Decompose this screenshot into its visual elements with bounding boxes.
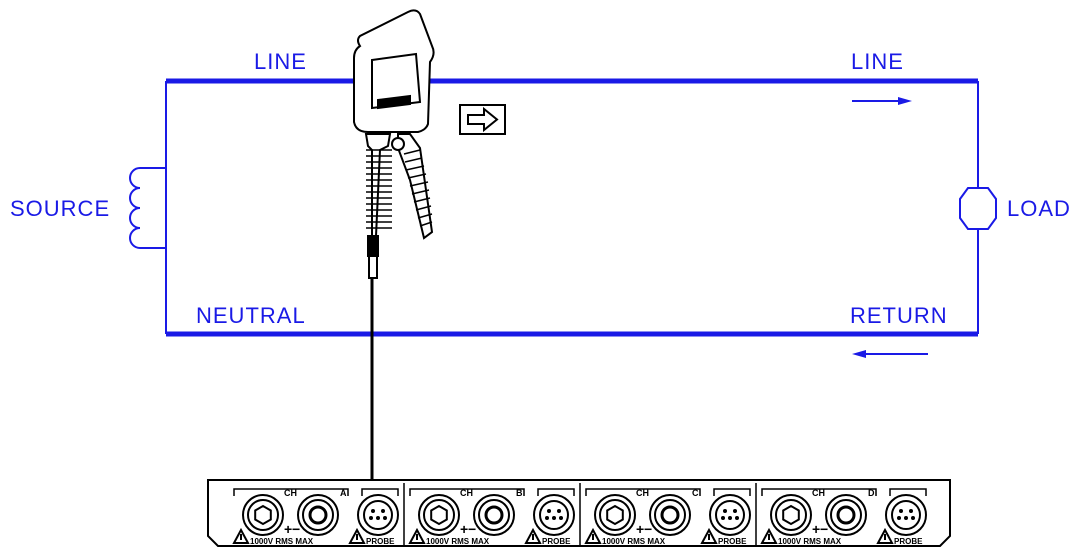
probe-label: PROBE xyxy=(366,537,395,546)
plus-jack-icon xyxy=(594,494,636,536)
probe-jack-icon xyxy=(709,494,751,536)
minus-sign: − xyxy=(820,521,828,537)
voltage-rating: 1000V RMS MAX xyxy=(602,537,666,546)
probe-bracket xyxy=(537,488,575,496)
load-icon xyxy=(959,187,997,230)
flow-return-arrow-icon xyxy=(852,350,928,358)
plus-sign: + xyxy=(636,521,644,537)
plus-jack-icon xyxy=(242,494,284,536)
probe-label: PROBE xyxy=(718,537,747,546)
channel-ch-label: CH xyxy=(636,488,649,498)
source-coil-icon xyxy=(129,167,166,249)
channel-bracket xyxy=(761,488,877,496)
minus-sign: − xyxy=(468,521,476,537)
plus-jack-icon xyxy=(418,494,460,536)
probe-label: PROBE xyxy=(894,537,923,546)
channel-group-c: CH C +−1000V RMS MAX PROBE xyxy=(584,488,751,546)
voltage-rating: 1000V RMS MAX xyxy=(426,537,490,546)
channel-ch-label: CH xyxy=(284,488,297,498)
channel-letter: C xyxy=(692,488,699,498)
channel-letter: A xyxy=(340,488,347,498)
channel-ch-label: CH xyxy=(812,488,825,498)
probe-jack-icon xyxy=(533,494,575,536)
channel-group-b: CH B +−1000V RMS MAX PROBE xyxy=(408,488,575,546)
channel-bracket xyxy=(409,488,525,496)
input-panel xyxy=(207,479,951,547)
current-direction-arrow-icon xyxy=(459,104,506,135)
plus-sign: + xyxy=(284,521,292,537)
voltage-rating: 1000V RMS MAX xyxy=(250,537,314,546)
channel-bracket xyxy=(585,488,701,496)
probe-bracket xyxy=(361,488,399,496)
minus-jack-icon xyxy=(297,494,339,536)
plus-sign: + xyxy=(460,521,468,537)
current-clamp-icon xyxy=(353,9,435,279)
load-label: LOAD xyxy=(1007,196,1071,221)
plus-sign: + xyxy=(812,521,820,537)
probe-jack-icon xyxy=(357,494,399,536)
return-label: RETURN xyxy=(850,303,948,328)
plus-jack-icon xyxy=(770,494,812,536)
probe-label: PROBE xyxy=(542,537,571,546)
line-label-right: LINE xyxy=(851,49,904,74)
channel-bracket xyxy=(233,488,349,496)
probe-bracket xyxy=(889,488,927,496)
flow-forward-arrow-icon xyxy=(852,97,912,105)
channel-group-a: CH A +−1000V RMS MAX PROBE xyxy=(232,488,399,546)
channel-group-d: CH D +−1000V RMS MAX PROBE xyxy=(760,488,927,546)
channel-letter: B xyxy=(516,488,523,498)
channel-letter: D xyxy=(868,488,875,498)
minus-jack-icon xyxy=(649,494,691,536)
probe-bracket xyxy=(713,488,751,496)
minus-jack-icon xyxy=(825,494,867,536)
probe-jack-icon xyxy=(885,494,927,536)
channel-ch-label: CH xyxy=(460,488,473,498)
voltage-rating: 1000V RMS MAX xyxy=(778,537,842,546)
minus-sign: − xyxy=(292,521,300,537)
minus-sign: − xyxy=(644,521,652,537)
minus-jack-icon xyxy=(473,494,515,536)
neutral-label: NEUTRAL xyxy=(196,303,306,328)
line-label-left: LINE xyxy=(254,49,307,74)
source-label: SOURCE xyxy=(10,196,111,221)
